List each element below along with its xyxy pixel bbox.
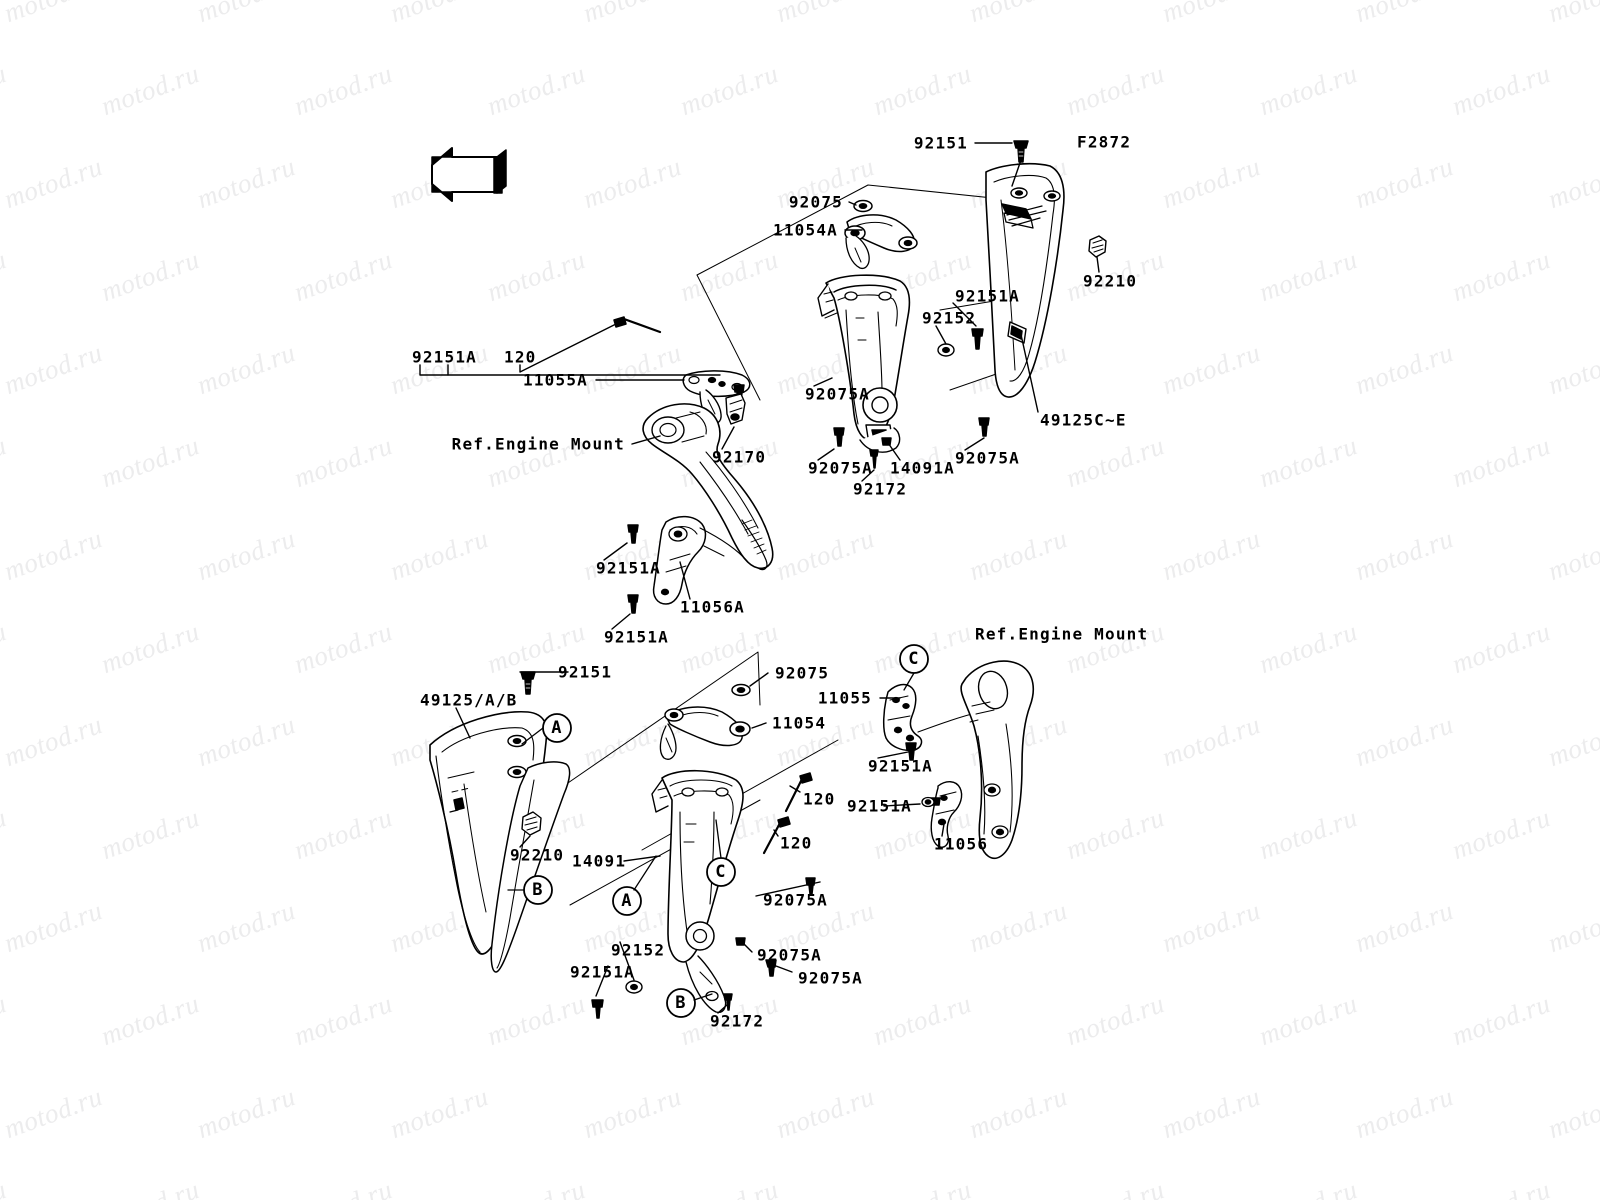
callout-bubble-bub-a-center[interactable]: A <box>621 891 633 911</box>
callout-bubble-bub-b-center[interactable]: B <box>675 993 687 1013</box>
front-arrow-badge <box>431 147 507 202</box>
part-label-u-92210[interactable]: 92210 <box>1083 271 1138 291</box>
part-label-u-f2872[interactable]: F2872 <box>1077 132 1132 152</box>
part-label-u-92075A2[interactable]: 92075A <box>808 458 873 478</box>
part-92075-washer-upper <box>853 199 873 213</box>
callout-bubble-bub-b-upper[interactable]: B <box>532 880 544 900</box>
part-label-u-14091A[interactable]: 14091A <box>890 458 955 478</box>
callout-bubble-circles <box>507 644 929 1018</box>
part-label-l-92151A1[interactable]: 92151A <box>868 756 933 776</box>
part-label-u-92152[interactable]: 92152 <box>922 308 977 328</box>
part-92151A-bolt-11056 <box>921 796 941 808</box>
part-92172-bolt-bottom <box>723 993 733 1011</box>
part-label-l-92210[interactable]: 92210 <box>510 845 565 865</box>
part-label-u-92151A2[interactable]: 92151A <box>412 347 477 367</box>
callout-bubble-bub-c-right[interactable]: C <box>908 649 920 669</box>
part-11054-arm <box>659 706 751 760</box>
part-49125AB-cowling <box>429 710 548 955</box>
callout-bubble-bub-a-upper[interactable]: A <box>551 718 563 738</box>
part-92151-bolt-upper <box>1013 140 1029 163</box>
part-label-u-92151A4[interactable]: 92151A <box>604 627 669 647</box>
part-label-l-92075A2[interactable]: 92075A <box>757 945 822 965</box>
part-label-l-11054[interactable]: 11054 <box>772 713 827 733</box>
part-11056A-bracket <box>652 515 749 605</box>
part-label-u-11054A[interactable]: 11054A <box>773 220 838 240</box>
part-label-l-11055[interactable]: 11055 <box>817 688 872 708</box>
part-label-l-120b[interactable]: 120 <box>780 833 813 853</box>
part-label-u-92170[interactable]: 92170 <box>712 447 767 467</box>
part-label-u-11056A[interactable]: 11056A <box>680 597 745 617</box>
part-92151A-bolt-bottom <box>591 999 604 1019</box>
part-label-u-92172[interactable]: 92172 <box>853 479 908 499</box>
part-label-u-refmount[interactable]: Ref.Engine Mount <box>451 434 625 454</box>
part-label-l-92075A1[interactable]: 92075A <box>763 890 828 910</box>
part-label-u-92151A3[interactable]: 92151A <box>596 558 661 578</box>
part-label-u-92075A1[interactable]: 92075A <box>805 384 870 404</box>
part-92152-washer-upper <box>937 343 955 357</box>
part-label-u-120[interactable]: 120 <box>504 347 537 367</box>
part-label-l-refmount[interactable]: Ref.Engine Mount <box>975 624 1149 644</box>
part-label-l-92151A2[interactable]: 92151A <box>847 796 912 816</box>
part-92170-clamp <box>725 393 746 425</box>
part-92152-washer-lower <box>625 980 643 994</box>
part-label-l-92075[interactable]: 92075 <box>775 663 830 683</box>
callout-bubble-bub-c-center[interactable]: C <box>715 862 727 882</box>
part-label-l-92075A3[interactable]: 92075A <box>798 968 863 988</box>
part-92151A-bolt-upper-right <box>971 328 984 350</box>
part-label-l-92172[interactable]: 92172 <box>710 1011 765 1031</box>
part-label-l-49125AB[interactable]: 49125/A/B <box>420 690 518 710</box>
part-label-l-92151[interactable]: 92151 <box>558 662 613 682</box>
part-label-u-92151[interactable]: 92151 <box>913 133 968 153</box>
part-14091A-bracket <box>817 274 911 453</box>
part-label-l-120a[interactable]: 120 <box>803 789 836 809</box>
part-label-u-92075A3[interactable]: 92075A <box>955 448 1020 468</box>
part-92172-bolt-upper <box>869 449 879 469</box>
part-label-l-92152[interactable]: 92152 <box>611 940 666 960</box>
part-label-l-92151A3[interactable]: 92151A <box>570 962 635 982</box>
part-92210-nut-upper <box>1088 235 1107 258</box>
part-label-l-11056[interactable]: 11056 <box>934 834 989 854</box>
part-14091-bracket <box>651 769 744 1013</box>
part-92075-washer-lower <box>731 683 751 697</box>
part-92151A-bolt-11055 <box>905 742 917 761</box>
part-label-l-14091[interactable]: 14091 <box>572 851 627 871</box>
part-120-screws-lower <box>762 772 813 855</box>
part-label-u-92075[interactable]: 92075 <box>788 192 843 212</box>
part-engine-mount-lower <box>960 660 1035 860</box>
leader-lines <box>419 142 1100 1014</box>
part-49125AB-inner-skin <box>490 761 571 973</box>
part-49125CE-cowling <box>985 162 1065 398</box>
part-label-u-11055A[interactable]: 11055A <box>523 370 588 390</box>
part-92210-nut-lower <box>521 811 542 836</box>
part-label-u-92151A1[interactable]: 92151A <box>955 286 1020 306</box>
part-label-u-49125CE[interactable]: 49125C~E <box>1040 410 1127 430</box>
part-92151A-bolts-11056A <box>627 524 639 614</box>
